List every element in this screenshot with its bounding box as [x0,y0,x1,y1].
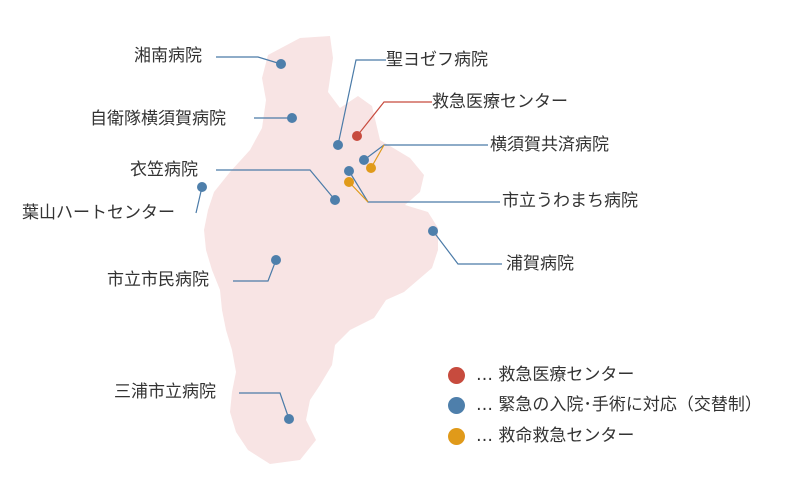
label-uraga[interactable]: 浦賀病院 [506,254,574,274]
legend-text-critical-care: … 救命救急センター [476,426,635,446]
marker-kyosai-cc[interactable] [366,163,376,173]
marker-uwamachi[interactable] [344,166,354,176]
legend-text-emergency-admission: … 緊急の入院･手術に対応（交替制） [476,395,762,415]
leader-line-uraga [432,230,502,265]
marker-miura[interactable] [284,414,294,424]
marker-kinugasa[interactable] [330,195,340,205]
legend-dot-blue [448,397,465,414]
leader-line-kinugasa [216,169,336,201]
hospital-markers [197,59,438,424]
leader-line-st-joseph [337,59,386,146]
marker-shiritsu-shimin[interactable] [271,255,281,265]
label-kinugasa[interactable]: 衣笠病院 [130,160,198,180]
legend-dot-orange [448,428,465,445]
marker-uwamachi-cc[interactable] [344,177,354,187]
label-kyukyu-center[interactable]: 救急医療センター [432,92,568,112]
peninsula-landmass [204,36,438,464]
legend-text-emergency-center: … 救急医療センター [476,365,635,385]
marker-uraga[interactable] [428,226,438,236]
label-hayama[interactable]: 葉山ハートセンター [22,203,175,223]
label-shonan[interactable]: 湘南病院 [134,46,202,66]
marker-kyosai[interactable] [359,155,369,165]
marker-kyukyu-center[interactable] [352,131,362,141]
leader-line-shonan [216,56,282,65]
leader-line-shiritsu-shimin [233,259,277,282]
label-kyosai[interactable]: 横須賀共済病院 [490,135,609,155]
marker-shonan[interactable] [276,59,286,69]
label-shiritsu-shimin[interactable]: 市立市民病院 [107,270,209,290]
marker-jieitai[interactable] [287,113,297,123]
leader-line-kyukyu-center [356,101,432,137]
legend-dot-red [448,367,465,384]
marker-hayama[interactable] [197,182,207,192]
marker-st-joseph[interactable] [333,140,343,150]
leader-line-miura [239,392,290,420]
label-uwamachi[interactable]: 市立うわまち病院 [502,191,638,211]
label-jieitai[interactable]: 自衛隊横須賀病院 [90,109,226,129]
label-miura[interactable]: 三浦市立病院 [114,382,216,402]
label-st-joseph[interactable]: 聖ヨゼフ病院 [386,50,488,70]
